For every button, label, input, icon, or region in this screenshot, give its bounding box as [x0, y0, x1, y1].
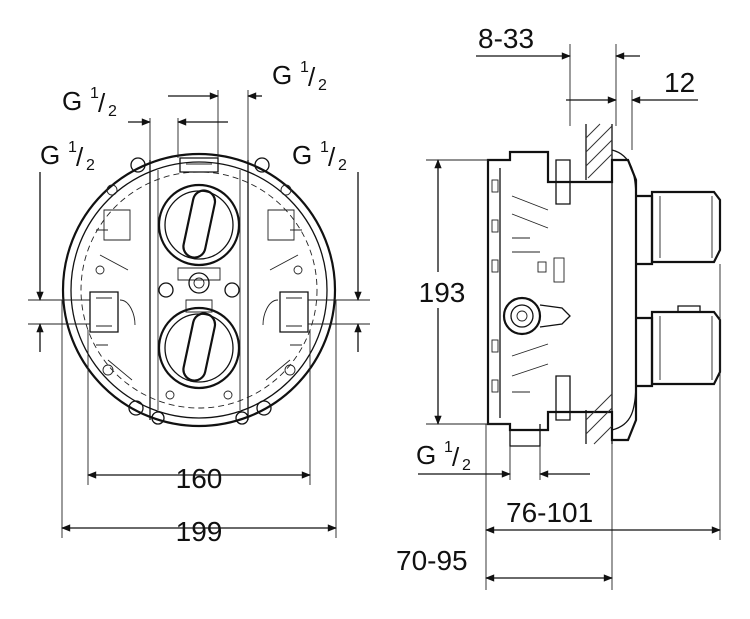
front-view: 160 199 G 1 / 2 G 1 / 2 G 1 / 2 G 1 / 2	[28, 59, 370, 547]
wall-section	[585, 123, 613, 445]
svg-text:1: 1	[320, 139, 329, 156]
svg-text:G: G	[62, 86, 82, 116]
front-body-rim	[70, 161, 328, 419]
svg-text:/: /	[452, 442, 460, 472]
svg-text:2: 2	[338, 157, 347, 174]
port-label-bottom: G 1 / 2	[416, 439, 471, 474]
dim-160-label: 160	[176, 463, 223, 494]
front-outer-body	[61, 152, 337, 428]
side-body	[486, 150, 638, 442]
svg-text:G: G	[416, 440, 436, 470]
front-bottom-valve	[157, 299, 241, 390]
svg-text:G: G	[272, 60, 292, 90]
svg-text:1: 1	[300, 59, 309, 76]
dim-12-label: 12	[664, 67, 695, 98]
port-label-right: G 1 / 2	[292, 139, 347, 174]
dim-8-33-label: 8-33	[478, 23, 534, 54]
side-lower-handle	[636, 305, 722, 388]
svg-text:2: 2	[86, 157, 95, 174]
svg-text:1: 1	[68, 139, 77, 156]
port-label-top-right: G 1 / 2	[272, 59, 327, 94]
svg-text:/: /	[328, 142, 336, 172]
side-upper-handle	[636, 190, 722, 266]
svg-text:2: 2	[318, 77, 327, 94]
dim-199-label: 199	[176, 516, 223, 547]
svg-text:1: 1	[444, 439, 453, 456]
mounting-lugs	[128, 157, 272, 425]
svg-text:/: /	[308, 62, 316, 92]
svg-text:1: 1	[90, 85, 99, 102]
port-label-left: G 1 / 2	[40, 139, 95, 174]
front-top-valve	[157, 183, 241, 281]
dim-193-label: 193	[419, 277, 466, 308]
svg-text:G: G	[40, 140, 60, 170]
svg-text:/: /	[76, 142, 84, 172]
svg-text:2: 2	[108, 103, 117, 120]
dim-70-95-label: 70-95	[396, 545, 468, 576]
svg-text:G: G	[292, 140, 312, 170]
front-ribs	[95, 184, 303, 400]
side-stop-fitting	[502, 296, 542, 336]
side-ribs	[491, 179, 549, 393]
side-view: 193 8-33 12 G 1 / 2 76-101 70-95	[396, 23, 722, 590]
svg-text:2: 2	[462, 457, 471, 474]
dim-76-101-label: 76-101	[506, 497, 593, 528]
svg-text:/: /	[98, 88, 106, 118]
port-label-top-left: G 1 / 2	[62, 85, 117, 120]
